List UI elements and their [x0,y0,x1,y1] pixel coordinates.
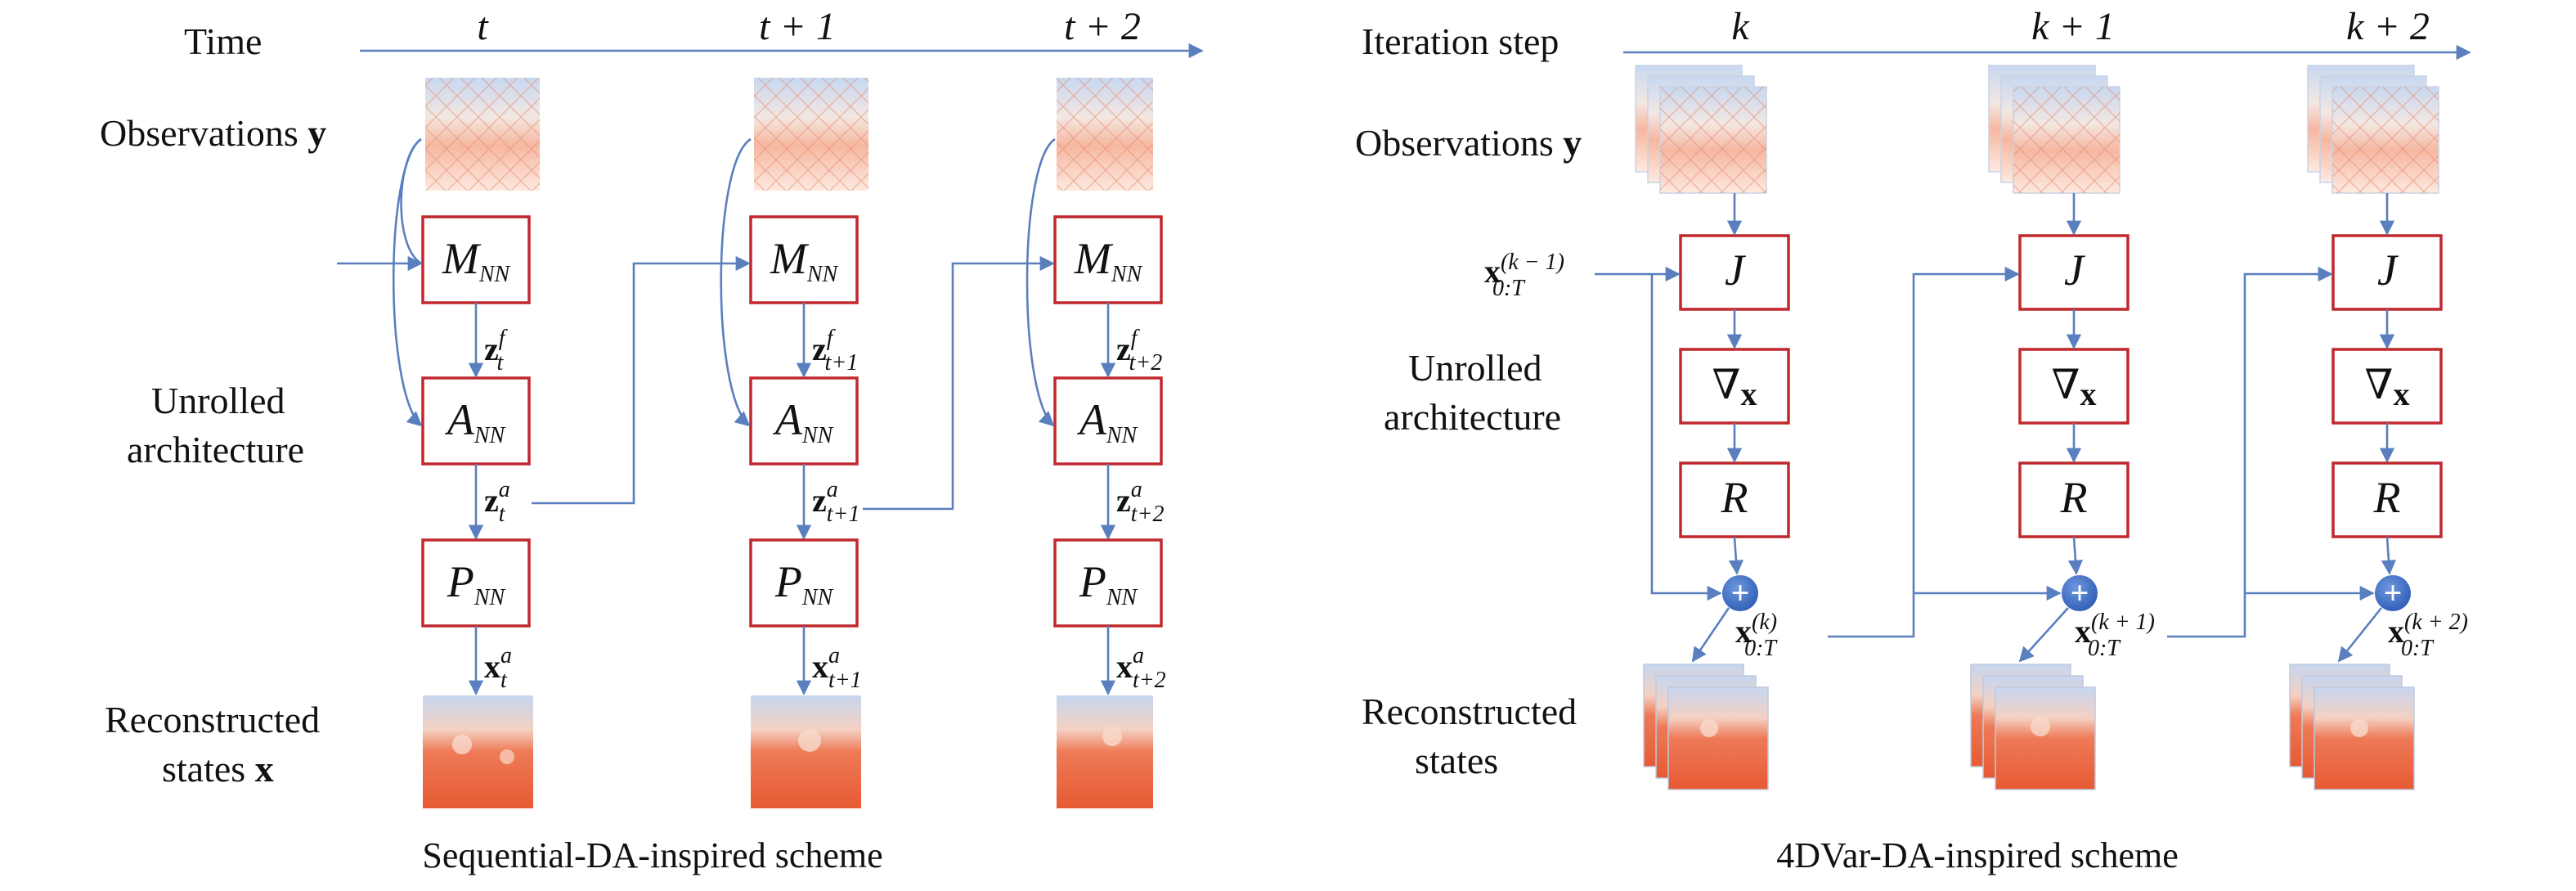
assimilation-block [1053,376,1163,466]
observation-field-icon [1635,65,1767,194]
regularization-block [2018,461,2129,538]
projection-block [1053,538,1163,628]
projection-block-label: PNN [774,557,834,610]
iter-var-k: x(k)0:T [1735,610,1778,661]
gradient-block-label: ∇x [1712,362,1757,412]
circle-plus-icon: + [2375,574,2411,611]
iter-var-k1: x(k + 1)0:T [2075,610,2155,661]
reconstructed-label-line2: states x [162,748,274,790]
state-field-icon [751,695,861,808]
iter-step-k: k [1731,5,1750,48]
regularization-block [2331,461,2443,538]
assimilation-block [749,376,859,466]
model-block [1053,215,1163,304]
assimilation-block-label: ANN [1077,395,1138,448]
observation-field-icon [1057,78,1153,191]
reconstructed-label-line2: states [1415,740,1498,781]
projection-block-label: PNN [1079,557,1138,610]
time-step-t1: t + 1 [759,5,836,48]
unrolled-label-line2: architecture [1384,396,1561,438]
unrolled-label-line1: Unrolled [151,380,285,421]
unrolled-label-line1: Unrolled [1408,347,1542,389]
initial-state-var: x(k − 1)0:T [1484,250,1564,301]
iter-step-k1: k + 1 [2031,5,2115,48]
svg-text:+: + [1731,574,1750,611]
cost-block-label: J [1725,245,1747,295]
gradient-block-label: ∇x [2365,362,2410,412]
model-block-label: MNN [1074,234,1143,287]
model-block [421,215,531,304]
sequential-caption: Sequential-DA-inspired scheme [422,835,882,875]
reconstructed-label-line1: Reconstructed [1362,691,1577,732]
circle-plus-icon: + [1722,574,1758,611]
time-axis-label: Time [184,20,262,62]
regularization-block [1679,461,1790,538]
time-step-t2: t + 2 [1064,5,1141,48]
sequential-scheme: Time t t + 1 t + 2 Observations y Unroll… [100,5,1204,875]
state-field-icon [423,695,533,808]
observations-label: Observations y [100,112,326,154]
fourdvar-column-k: J ∇x R + x(k)0:T [1635,65,1790,790]
svg-text:+: + [2071,574,2089,611]
observation-field-icon [754,78,868,191]
unrolled-label-line2: architecture [127,429,304,470]
projection-block [421,538,531,628]
regularization-block-label: R [2373,473,2401,522]
cost-block [2331,234,2443,311]
fourdvar-caption: 4DVar-DA-inspired scheme [1776,835,2179,875]
fourdvar-arrows [1595,193,2396,663]
fourdvar-scheme: Iteration step k k + 1 k + 2 Observation… [1355,5,2471,875]
observation-field-icon [425,78,540,191]
model-block-label: MNN [770,234,839,287]
cost-block-label: J [2377,245,2399,295]
projection-block [749,538,859,628]
state-field-icon [2289,664,2415,790]
gradient-block [1679,348,1790,425]
model-block-label: MNN [442,234,511,287]
cost-block-label: J [2064,245,2086,295]
iter-var-k2: x(k + 2)0:T [2388,610,2468,661]
svg-text:+: + [2384,574,2403,611]
cost-block [1679,234,1790,311]
assimilation-block [421,376,531,466]
fourdvar-column-k2: J ∇x R + x(k + 2)0:T [2289,65,2468,790]
observation-field-icon [1988,65,2120,194]
reconstructed-label-line1: Reconstructed [105,699,320,740]
observation-field-icon [2307,65,2439,194]
sequential-arrows [337,137,1116,695]
circle-plus-icon: + [2062,574,2098,611]
regularization-block-label: R [1721,473,1748,522]
gradient-block-label: ∇x [2052,362,2097,412]
state-field-icon [1970,664,2096,790]
time-step-t: t [477,5,489,48]
state-field-icon [1643,664,1769,790]
projection-block-label: PNN [447,557,506,610]
state-field-icon [1057,695,1153,808]
regularization-block-label: R [2060,473,2088,522]
assimilation-block-label: ANN [445,395,506,448]
iter-step-k2: k + 2 [2346,5,2430,48]
fourdvar-column-k1: J ∇x R + x(k + 1)0:T [1970,65,2155,790]
iteration-axis-label: Iteration step [1362,20,1559,62]
cost-block [2018,234,2129,311]
assimilation-block-label: ANN [773,395,834,448]
observations-label: Observations y [1355,122,1582,164]
